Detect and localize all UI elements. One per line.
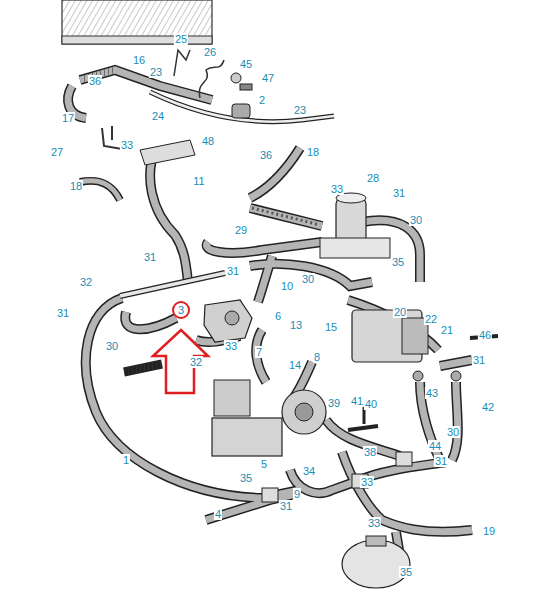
callout-number: 31 (143, 251, 157, 263)
callout-number: 43 (425, 387, 439, 399)
callout-number: 35 (391, 256, 405, 268)
callout-number: 7 (255, 346, 263, 358)
callout-number: 22 (424, 313, 438, 325)
callout-number: 46 (478, 329, 492, 341)
callout-number: 31 (434, 455, 448, 467)
callout-number: 2 (258, 94, 266, 106)
callout-number: 30 (409, 214, 423, 226)
callout-number: 21 (440, 324, 454, 336)
callout-number: 24 (151, 110, 165, 122)
callout-number: 47 (261, 72, 275, 84)
callout-number: 9 (293, 488, 301, 500)
callout-number: 13 (289, 319, 303, 331)
callout-number: 19 (482, 525, 496, 537)
callout-number: 39 (327, 397, 341, 409)
callout-number: 34 (302, 465, 316, 477)
callout-number: 18 (69, 180, 83, 192)
callout-number: 26 (203, 46, 217, 58)
callout-number: 31 (392, 187, 406, 199)
callout-number: 36 (259, 149, 273, 161)
callout-number: 20 (393, 306, 407, 318)
callout-number: 42 (481, 401, 495, 413)
callout-number: 28 (366, 172, 380, 184)
callout-number: 36 (88, 75, 102, 87)
callout-number: 23 (293, 104, 307, 116)
callout-number: 31 (226, 265, 240, 277)
callout-number: 6 (274, 310, 282, 322)
callout-number: 44 (428, 440, 442, 452)
callout-number: 31 (472, 354, 486, 366)
callout-number: 27 (50, 146, 64, 158)
callout-number: 4 (214, 508, 222, 520)
callout-number: 1 (122, 454, 130, 466)
callout-number: 15 (324, 321, 338, 333)
callout-number: 33 (224, 340, 238, 352)
callout-number: 30 (446, 426, 460, 438)
callout-number: 11 (192, 175, 205, 187)
callout-number: 18 (306, 146, 320, 158)
callout-number: 23 (149, 66, 163, 78)
callout-number: 35 (239, 472, 253, 484)
callout-number: 5 (260, 458, 268, 470)
callout-number: 38 (363, 446, 377, 458)
callout-number: 33 (367, 517, 381, 529)
callout-number: 48 (201, 135, 215, 147)
callout-number: 8 (313, 351, 321, 363)
callout-number: 31 (279, 500, 293, 512)
callout-number: 3 (177, 304, 185, 316)
callout-number: 32 (189, 356, 203, 368)
callout-number: 33 (330, 183, 344, 195)
callout-number: 14 (288, 359, 302, 371)
callout-number: 30 (301, 273, 315, 285)
callout-number: 40 (364, 398, 378, 410)
callout-number: 25 (174, 33, 188, 45)
callout-number: 33 (360, 476, 374, 488)
callout-number: 31 (56, 307, 70, 319)
callout-number: 17 (61, 112, 75, 124)
callout-number: 45 (239, 58, 253, 70)
callout-number: 33 (120, 139, 134, 151)
callout-number: 32 (79, 276, 93, 288)
callout-number: 16 (132, 54, 146, 66)
callout-number: 41 (350, 395, 364, 407)
callout-number: 30 (105, 340, 119, 352)
callout-number: 10 (280, 280, 294, 292)
callout-number: 29 (234, 224, 248, 236)
callout-number: 35 (399, 566, 413, 578)
